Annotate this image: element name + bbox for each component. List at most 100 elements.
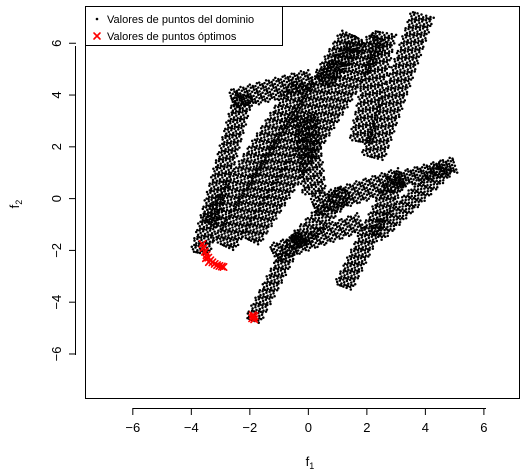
domain-point (366, 55, 370, 58)
domain-point (229, 140, 233, 143)
domain-point (303, 81, 307, 84)
domain-point (321, 133, 324, 136)
domain-point (351, 138, 354, 142)
domain-point (270, 248, 273, 251)
domain-point (231, 156, 234, 159)
domain-point (292, 72, 296, 76)
domain-point (214, 212, 217, 216)
domain-point (229, 178, 233, 181)
domain-point (404, 33, 407, 37)
domain-point (246, 114, 250, 118)
domain-point (305, 78, 308, 82)
domain-point (238, 99, 242, 102)
domain-point (327, 85, 331, 88)
domain-point (282, 241, 286, 244)
domain-point (212, 239, 216, 242)
domain-point (269, 173, 272, 177)
domain-point (373, 38, 377, 42)
domain-point (317, 130, 320, 134)
domain-point (262, 295, 265, 298)
domain-point (203, 214, 206, 218)
domain-point (219, 240, 222, 243)
domain-point (355, 47, 358, 50)
domain-point (286, 86, 290, 89)
domain-point (341, 29, 344, 32)
domain-point (215, 223, 218, 226)
domain-point (306, 190, 309, 194)
domain-point (314, 192, 318, 195)
domain-point (373, 91, 377, 95)
domain-point (316, 146, 319, 149)
domain-point (327, 235, 330, 238)
domain-point (312, 96, 316, 100)
domain-point (226, 123, 230, 127)
domain-point (270, 279, 273, 283)
domain-point (229, 198, 233, 201)
domain-point (327, 218, 331, 222)
domain-point (232, 172, 236, 176)
domain-point (320, 178, 323, 181)
domain-point (215, 188, 218, 191)
domain-point (227, 170, 231, 174)
domain-point (418, 17, 421, 20)
domain-point (326, 90, 329, 94)
domain-point (227, 148, 231, 152)
domain-point (229, 94, 233, 98)
domain-point (224, 245, 228, 248)
domain-point (338, 62, 341, 66)
domain-point (250, 184, 253, 187)
domain-point (329, 194, 332, 197)
domain-point (290, 97, 293, 101)
domain-point (277, 98, 281, 102)
domain-point (354, 117, 358, 120)
domain-point (309, 151, 312, 154)
domain-point (216, 231, 219, 234)
domain-point (342, 44, 346, 48)
domain-point (321, 240, 325, 244)
domain-point (216, 164, 220, 167)
domain-point (387, 96, 390, 100)
domain-point (344, 193, 348, 196)
domain-point (409, 62, 413, 65)
domain-point (236, 233, 240, 237)
domain-point (385, 116, 389, 120)
domain-point (268, 283, 272, 287)
domain-point (381, 46, 385, 50)
domain-point (268, 297, 271, 301)
domain-point (260, 313, 264, 316)
domain-point (321, 200, 325, 204)
domain-point (278, 193, 281, 197)
domain-point (278, 206, 282, 209)
domain-point (294, 77, 298, 81)
domain-point (310, 183, 313, 187)
domain-point (374, 147, 377, 151)
domain-point (295, 167, 299, 171)
domain-point (250, 203, 253, 207)
domain-point (364, 94, 367, 98)
domain-point (321, 108, 324, 111)
domain-point (306, 125, 310, 128)
domain-point (304, 136, 307, 139)
domain-point (326, 54, 329, 57)
domain-point (262, 208, 266, 211)
domain-point (303, 94, 306, 97)
domain-point (313, 194, 317, 197)
domain-point (289, 244, 293, 248)
domain-point (375, 74, 379, 78)
domain-point (306, 74, 309, 77)
domain-point (238, 165, 241, 168)
domain-point (280, 137, 284, 140)
domain-point (230, 111, 233, 114)
domain-point (321, 130, 324, 134)
domain-point (208, 207, 212, 210)
domain-point (382, 118, 386, 121)
domain-point (361, 92, 364, 95)
domain-point (337, 229, 340, 232)
domain-point (426, 24, 430, 27)
domain-point (283, 201, 287, 205)
domain-point (273, 82, 277, 86)
domain-point (359, 133, 362, 137)
domain-point (237, 195, 241, 198)
domain-point (329, 92, 332, 95)
domain-point (325, 103, 329, 106)
